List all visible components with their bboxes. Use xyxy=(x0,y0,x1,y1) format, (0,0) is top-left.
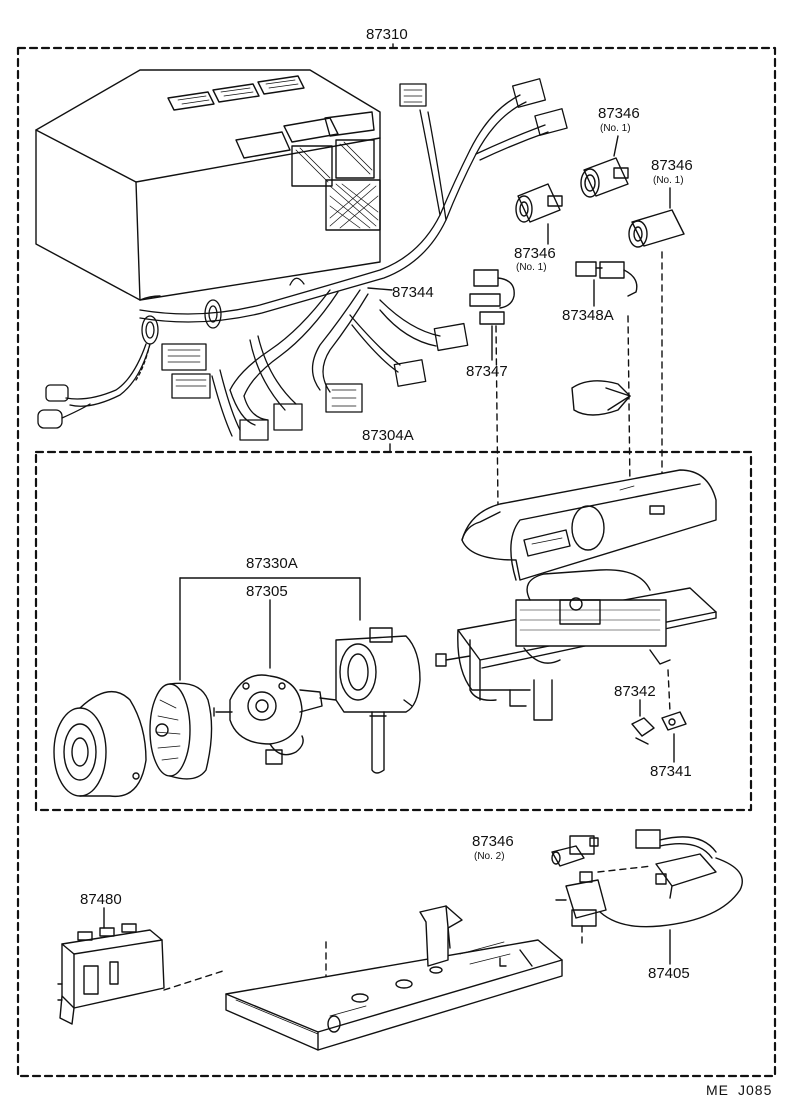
bulb-holder-cone xyxy=(571,380,631,416)
label-87304a: 87304A xyxy=(362,427,414,444)
label-87341: 87341 xyxy=(650,763,692,780)
blower-case-87330a xyxy=(335,627,421,774)
resistor-pigtail-87405 xyxy=(635,829,717,899)
lamp-pigtail-87348a xyxy=(575,261,638,297)
lamp-pigtail-87347 xyxy=(469,269,515,325)
alignment-line xyxy=(627,315,631,491)
mounting-dashed-line xyxy=(163,969,227,991)
mounting-base-plate xyxy=(225,905,563,1051)
label-87348a: 87348A xyxy=(562,307,614,324)
label-87346-a: 87346 xyxy=(598,105,640,122)
switch-87342 xyxy=(631,717,655,745)
bulb-socket-87346-a xyxy=(515,183,563,223)
assembly-frame-87310 xyxy=(16,46,777,1078)
control-head-unit xyxy=(35,69,381,301)
label-87346-c: 87346 xyxy=(514,245,556,262)
bulb-socket-87346-c xyxy=(628,209,685,248)
sublabel-87346-a: (No. 1) xyxy=(600,123,631,134)
label-87305: 87305 xyxy=(246,583,288,600)
label-87347: 87347 xyxy=(466,363,508,380)
drawing-code-prefix: ME xyxy=(706,1082,729,1098)
sublabel-87346-c: (No. 1) xyxy=(516,262,547,273)
label-87310: 87310 xyxy=(366,26,408,43)
leader-bracket-87330a xyxy=(179,577,361,681)
relay-socket-87346-no2 xyxy=(551,835,599,867)
label-87346-b: 87346 xyxy=(651,157,693,174)
blower-motor-casing xyxy=(53,691,147,798)
wire-harness-87344 xyxy=(37,78,568,441)
switch-87341 xyxy=(661,711,687,731)
label-87480: 87480 xyxy=(80,891,122,908)
subassembly-frame-87304a xyxy=(34,450,753,812)
amplifier-87480 xyxy=(57,923,165,1025)
connector-top-1 xyxy=(399,83,427,107)
bulb-socket-87346-b xyxy=(580,157,629,198)
sublabel-87346-b: (No. 1) xyxy=(653,175,684,186)
blower-motor-87305 xyxy=(213,674,337,765)
sublabel-87346-d: (No. 2) xyxy=(474,851,505,862)
label-87405: 87405 xyxy=(648,965,690,982)
drawing-code: J085 xyxy=(738,1082,773,1098)
alignment-line xyxy=(495,325,499,509)
label-87346-d: 87346 xyxy=(472,833,514,850)
blower-fan-wheel xyxy=(149,682,213,780)
label-87344: 87344 xyxy=(392,284,434,301)
blower-switch xyxy=(555,857,743,928)
label-87330a: 87330A xyxy=(246,555,298,572)
heater-housing-cover xyxy=(461,469,717,581)
label-87342: 87342 xyxy=(614,683,656,700)
heater-core-assembly xyxy=(435,569,717,721)
leader-87344 xyxy=(367,287,393,291)
